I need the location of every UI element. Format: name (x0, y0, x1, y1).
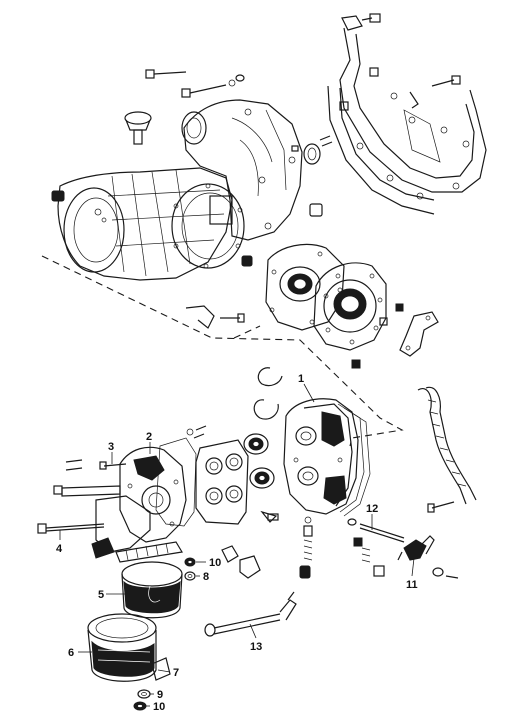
intermediate-gasket (195, 439, 249, 525)
callout-10-upper: 10 (209, 557, 221, 569)
fitting-adapters (221, 545, 261, 579)
lower-fasteners (193, 425, 279, 523)
callout-labels: 1 2 3 4 5 6 7 8 9 10 10 11 12 13 (56, 373, 418, 713)
part-11-lever (397, 535, 459, 579)
side-cover-gasket (265, 243, 345, 331)
part-1-bearing-plate (283, 398, 359, 515)
leader-lines (59, 383, 415, 707)
callout-13: 13 (250, 641, 262, 653)
part-3-pins (65, 459, 127, 471)
part-4-long-bolt (37, 523, 105, 534)
cover-small-parts (185, 303, 404, 369)
part-7-clip (151, 657, 171, 681)
callout-1: 1 (298, 373, 304, 385)
selector-lever-bracket (399, 311, 439, 357)
callout-7: 7 (173, 667, 179, 679)
callout-6: 6 (68, 647, 74, 659)
grouping-dashed-lines (41, 255, 404, 447)
callout-5: 5 (98, 589, 104, 601)
part-10-nut-lower (133, 701, 147, 711)
cable-strap (417, 386, 477, 513)
part-2-front-cover (119, 446, 187, 543)
part-6-strainer (87, 613, 157, 682)
final-drive-cover (313, 262, 387, 351)
part-9-washer (137, 689, 151, 699)
part-13-rod (204, 591, 297, 637)
callout-3: 3 (108, 441, 114, 453)
callout-11: 11 (406, 579, 418, 591)
breather-cap (124, 111, 152, 145)
callout-2: 2 (146, 431, 152, 443)
cover-gasket-outline (155, 428, 197, 527)
housing-small-parts (51, 135, 333, 267)
callout-9: 9 (157, 689, 163, 701)
part-12-shift-rod (347, 518, 405, 577)
part-10-nut-upper (184, 557, 196, 567)
housing-bolts-top (145, 69, 245, 98)
callout-4: 4 (56, 543, 63, 555)
transmission-mount-bracket (327, 13, 487, 215)
circlips (253, 367, 283, 420)
callout-10-lower: 10 (153, 701, 165, 713)
callout-12: 12 (366, 503, 378, 515)
bearings-pair (243, 433, 275, 489)
pump-shaft (53, 485, 183, 563)
transaxle-housing (57, 99, 303, 281)
plate-gasket (337, 403, 371, 517)
part-5-filter (121, 561, 183, 619)
plunger-spring (299, 516, 313, 579)
part-8-washer (184, 571, 196, 581)
callout-8: 8 (203, 571, 209, 583)
